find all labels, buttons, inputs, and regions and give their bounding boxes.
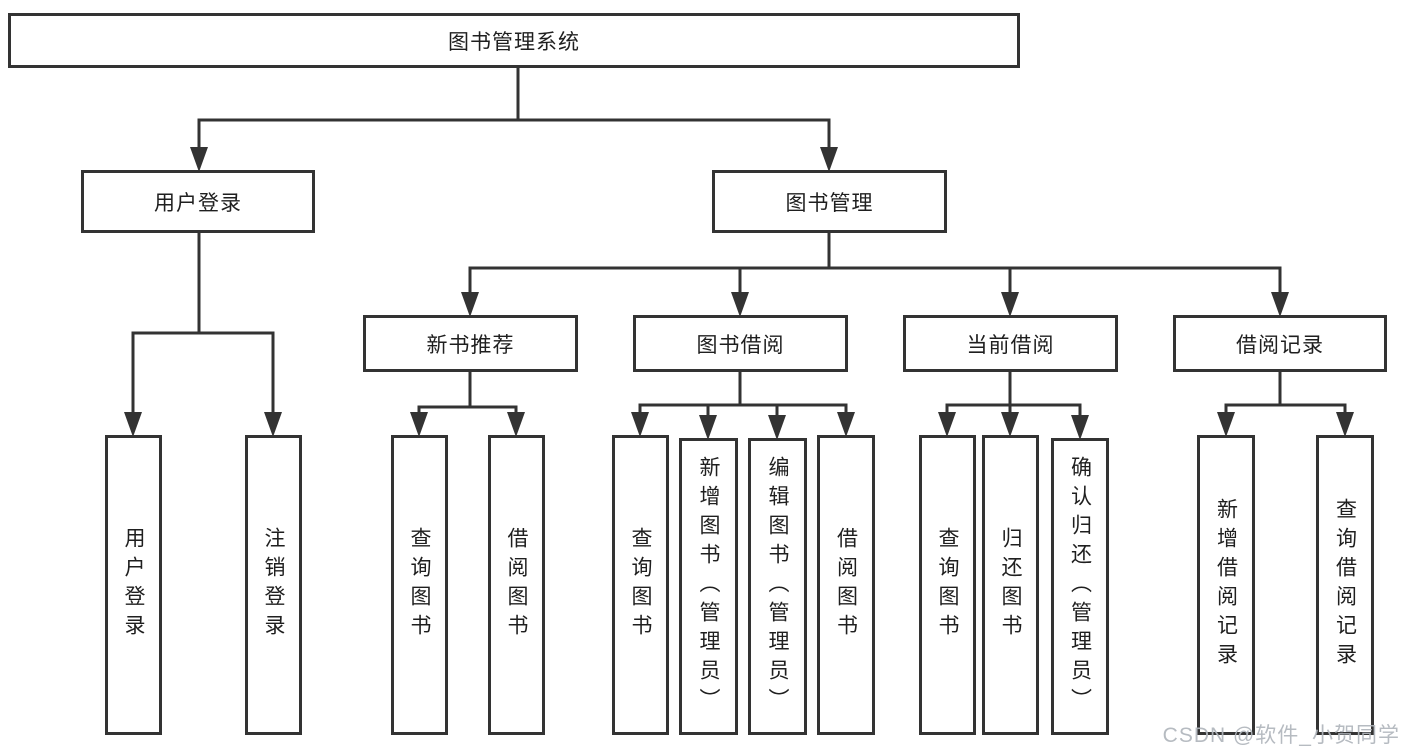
node-label-leaf-add-borrow-record: 新增借阅记录 <box>1214 498 1238 672</box>
arrowhead-down-icon <box>507 412 525 437</box>
node-label-leaf-borrow-book-1: 借阅图书 <box>505 527 528 643</box>
arrowhead-down-icon <box>461 292 479 317</box>
arrowhead-down-icon <box>124 412 142 437</box>
arrowhead-down-icon <box>699 415 717 440</box>
arrowhead-down-icon <box>264 412 282 437</box>
node-label-book-borrow: 图书借阅 <box>696 333 785 357</box>
node-label-leaf-query-borrow-record: 查询借阅记录 <box>1333 498 1357 672</box>
node-leaf-edit-book: 编辑图书（管理员） <box>748 438 807 735</box>
arrowhead-down-icon <box>768 415 786 440</box>
node-book-management: 图书管理 <box>712 170 947 233</box>
node-label-root: 图书管理系统 <box>448 30 580 54</box>
connector-current-borrow-children <box>938 370 1089 440</box>
node-label-new-book-recommend: 新书推荐 <box>426 333 515 357</box>
arrowhead-down-icon <box>1001 292 1019 317</box>
node-label-borrow-records: 借阅记录 <box>1236 333 1324 357</box>
arrowhead-down-icon <box>1271 292 1289 317</box>
node-label-book-management: 图书管理 <box>785 191 874 215</box>
arrowhead-down-icon <box>190 147 208 172</box>
node-new-book-recommend: 新书推荐 <box>363 315 578 372</box>
node-label-leaf-return-book: 归还图书 <box>999 527 1022 643</box>
connector-book-borrow-children <box>631 370 855 440</box>
arrowhead-down-icon <box>1336 412 1354 437</box>
arrowhead-down-icon <box>1071 415 1089 440</box>
node-leaf-query-book-3: 查询图书 <box>919 435 976 735</box>
connector-new-book-recommend-children <box>410 370 525 437</box>
connector-user-login-children <box>124 231 282 437</box>
node-label-leaf-logout: 注销登录 <box>262 527 285 643</box>
node-leaf-query-borrow-record: 查询借阅记录 <box>1316 435 1374 735</box>
node-leaf-logout: 注销登录 <box>245 435 302 735</box>
arrowhead-down-icon <box>1001 412 1019 437</box>
node-user-login: 用户登录 <box>81 170 315 233</box>
connector-borrow-records-children <box>1217 370 1354 437</box>
node-label-leaf-edit-book: 编辑图书（管理员） <box>766 456 789 717</box>
arrowhead-down-icon <box>820 147 838 172</box>
connector-root-to-level2 <box>190 66 838 172</box>
arrowhead-down-icon <box>938 412 956 437</box>
node-root: 图书管理系统 <box>8 13 1020 68</box>
node-label-leaf-query-book-1: 查询图书 <box>408 527 431 643</box>
node-leaf-user-login: 用户登录 <box>105 435 162 735</box>
node-label-leaf-user-login: 用户登录 <box>122 527 145 643</box>
node-leaf-query-book-2: 查询图书 <box>612 435 669 735</box>
watermark-text: CSDN @软件_小贺同学 <box>1162 724 1400 747</box>
arrowhead-down-icon <box>410 412 428 437</box>
arrowhead-down-icon <box>631 412 649 437</box>
node-borrow-records: 借阅记录 <box>1173 315 1387 372</box>
node-label-leaf-query-book-3: 查询图书 <box>936 527 959 643</box>
node-label-leaf-confirm-return: 确认归还（管理员） <box>1068 456 1092 717</box>
node-leaf-confirm-return: 确认归还（管理员） <box>1051 438 1109 735</box>
node-leaf-add-borrow-record: 新增借阅记录 <box>1197 435 1255 735</box>
node-leaf-add-book: 新增图书（管理员） <box>679 438 738 735</box>
node-label-current-borrow: 当前借阅 <box>966 333 1055 357</box>
node-label-leaf-query-book-2: 查询图书 <box>629 527 652 643</box>
arrowhead-down-icon <box>731 292 749 317</box>
arrowhead-down-icon <box>1217 412 1235 437</box>
arrowhead-down-icon <box>837 412 855 437</box>
connector-book-management-children <box>461 231 1289 317</box>
node-leaf-borrow-book-1: 借阅图书 <box>488 435 545 735</box>
node-label-user-login: 用户登录 <box>154 191 242 215</box>
node-leaf-query-book-1: 查询图书 <box>391 435 448 735</box>
node-label-leaf-add-book: 新增图书（管理员） <box>697 456 720 717</box>
node-book-borrow: 图书借阅 <box>633 315 848 372</box>
node-leaf-borrow-book-2: 借阅图书 <box>817 435 875 735</box>
node-label-leaf-borrow-book-2: 借阅图书 <box>834 527 858 643</box>
node-current-borrow: 当前借阅 <box>903 315 1118 372</box>
node-leaf-return-book: 归还图书 <box>982 435 1039 735</box>
